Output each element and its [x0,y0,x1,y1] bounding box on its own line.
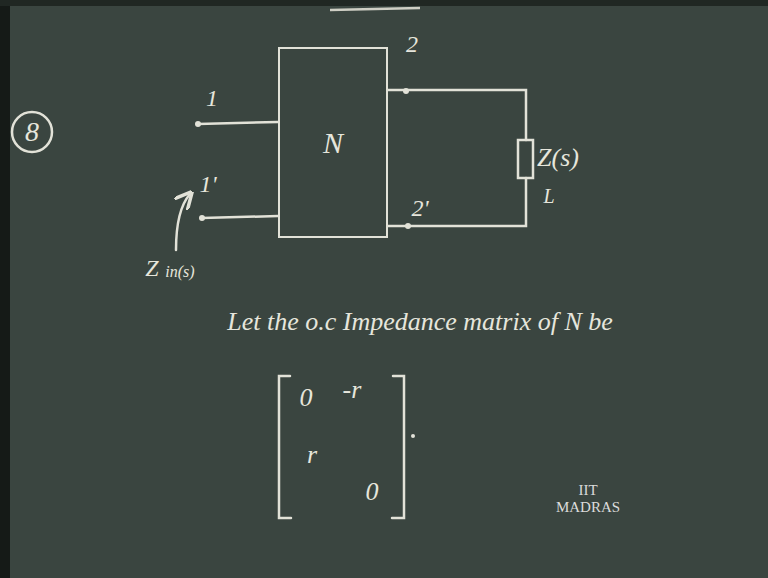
matrix-entry: 0 [366,479,379,505]
load-impedance-label: Z(s) [537,145,579,171]
matrix-entry: -r [343,377,362,403]
terminal-dot [199,215,205,221]
board-edge [0,0,10,578]
input-impedance-arrow [176,194,190,250]
statement-text: Let the o.c Impedance matrix of N be [227,309,613,335]
wire [198,122,278,124]
terminal-dot [403,88,409,94]
wire [202,216,278,218]
network-box: N [278,47,388,238]
terminal-name: 1' [199,172,216,196]
terminal-dot [405,223,411,229]
chalk-dot [411,434,415,438]
section-number: 8 [25,118,39,146]
load-impedance-symbol [518,140,533,178]
input-impedance-label: Z [145,256,158,280]
terminal-name: 2 [406,32,418,56]
matrix-entry: 0 [300,385,313,411]
chalk-underline [330,8,420,10]
wire [388,90,526,140]
matrix-bracket [279,376,291,518]
terminal-name: 1 [206,86,218,110]
terminal-dot [195,121,201,127]
terminal-name: 2' [411,196,428,220]
number-circle [12,112,52,152]
watermark: IIT MADRAS [553,482,623,515]
board-edge [0,0,768,6]
subscript: in(s) [165,264,194,280]
matrix-entry: r [307,442,317,468]
wire [388,178,526,226]
matrix-bracket [392,376,404,518]
subscript: L [543,186,554,206]
network-name: N [323,126,343,160]
